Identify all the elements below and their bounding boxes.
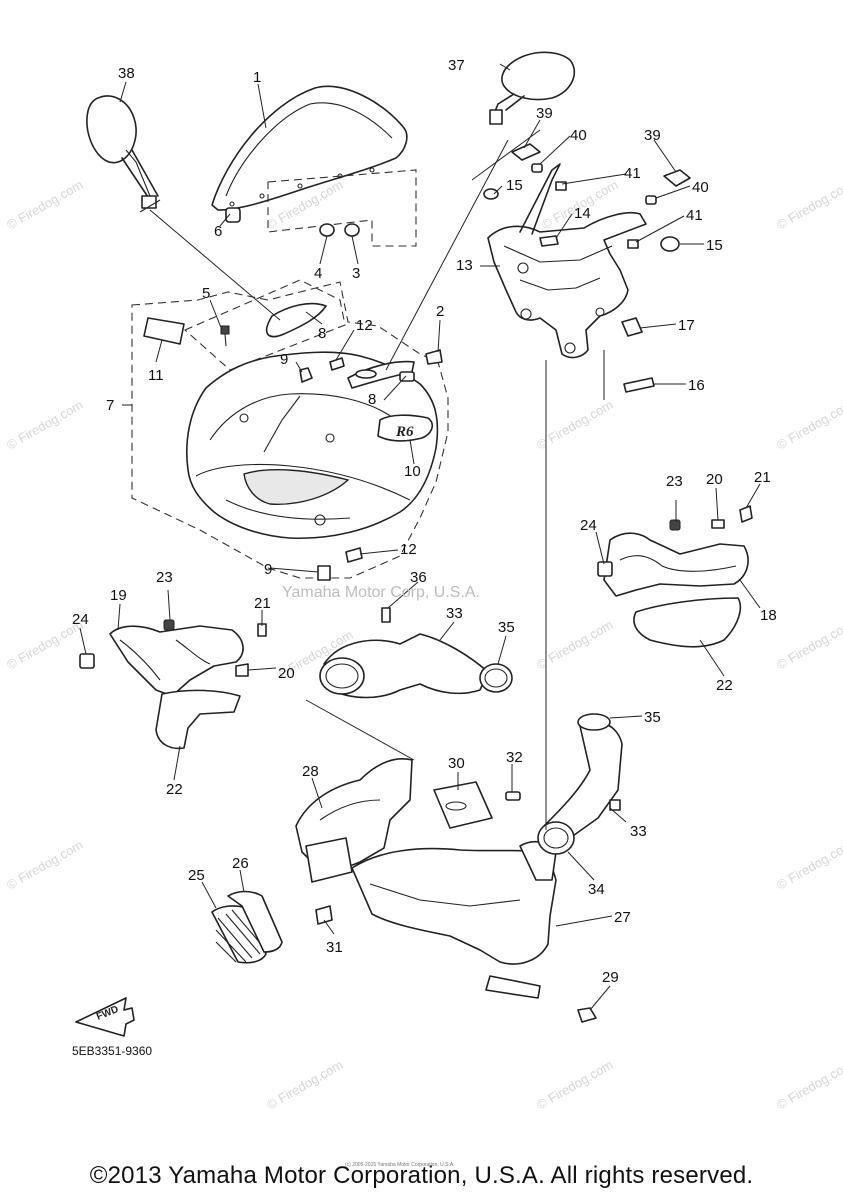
mirror-right xyxy=(489,51,576,125)
part-label-21a: 21 xyxy=(254,595,271,612)
part-label-22b: 22 xyxy=(716,677,733,694)
part-label-20a: 20 xyxy=(278,665,295,682)
part-label-40b: 40 xyxy=(692,179,709,196)
windscreen xyxy=(211,85,408,211)
part-label-12b: 12 xyxy=(400,541,417,558)
part-label-23a: 23 xyxy=(156,569,173,586)
ram-air-duct-lower xyxy=(295,758,597,1023)
part-label-23b: 23 xyxy=(666,473,683,490)
part-label-35b: 35 xyxy=(644,709,661,726)
part-label-5: 5 xyxy=(202,285,210,302)
part-label-9a: 9 xyxy=(280,351,288,368)
part-label-1: 1 xyxy=(253,69,261,86)
watermark: © Firedog.com xyxy=(4,177,86,233)
part-label-38: 38 xyxy=(118,65,135,82)
group-box-sub xyxy=(183,279,346,371)
part-label-8a: 8 xyxy=(318,325,326,342)
part-label-36: 36 xyxy=(410,569,427,586)
stay-fasteners xyxy=(483,143,691,393)
watermark: © Firedog.com xyxy=(774,177,843,233)
part-label-24b: 24 xyxy=(580,517,597,534)
part-label-27: 27 xyxy=(614,909,631,926)
r6-emblem: R6 xyxy=(377,414,434,442)
part-label-12a: 12 xyxy=(356,317,373,334)
part-label-9b: 9 xyxy=(264,561,272,578)
intake-grille xyxy=(211,890,283,964)
part-label-4: 4 xyxy=(314,265,322,282)
catalog-code: 5EB3351-9360 xyxy=(72,1044,153,1058)
part-label-15a: 15 xyxy=(506,177,523,194)
part-label-41a: 41 xyxy=(624,165,641,182)
group-box-cowling xyxy=(131,281,449,579)
mirror-left xyxy=(86,95,161,213)
part-label-6: 6 xyxy=(214,223,222,240)
r6-emblem-text: R6 xyxy=(395,424,414,440)
part-label-11: 11 xyxy=(148,367,164,384)
part-label-20b: 20 xyxy=(706,471,723,488)
part-labels: 38 1 6 4 3 5 8 12 9 11 7 2 8 10 9 12 37 … xyxy=(72,57,777,986)
part-label-14: 14 xyxy=(574,205,591,222)
part-label-3: 3 xyxy=(352,265,360,282)
part-label-32: 32 xyxy=(506,749,523,766)
watermark: © Firedog.com xyxy=(774,617,843,673)
part-label-10: 10 xyxy=(404,463,421,480)
group-box-upper xyxy=(267,169,417,247)
watermark: © Firedog.com xyxy=(4,837,86,893)
part-label-24a: 24 xyxy=(72,611,89,628)
copyright-notice: ©2013 Yamaha Motor Corporation, U.S.A. A… xyxy=(89,1162,754,1189)
part-label-17: 17 xyxy=(678,317,695,334)
part-label-34: 34 xyxy=(588,881,605,898)
part-label-33a: 33 xyxy=(446,605,463,622)
intake-hoses-middle xyxy=(319,607,513,699)
part-label-19: 19 xyxy=(110,587,127,604)
air-duct-left xyxy=(79,619,267,750)
part-label-8b: 8 xyxy=(368,391,376,408)
part-label-29: 29 xyxy=(602,969,619,986)
leader-lines xyxy=(79,63,761,1011)
part-label-39a: 39 xyxy=(536,105,553,122)
part-label-35a: 35 xyxy=(498,619,515,636)
part-label-16: 16 xyxy=(688,377,705,394)
part-label-41b: 41 xyxy=(686,207,703,224)
watermark: © Firedog.com xyxy=(534,1057,616,1113)
part-label-30: 30 xyxy=(448,755,465,772)
air-duct-right xyxy=(597,505,753,648)
part-label-21b: 21 xyxy=(754,469,771,486)
center-watermark: Yamaha Motor Corp, U.S.A. xyxy=(282,584,480,601)
part-label-39b: 39 xyxy=(644,127,661,144)
intake-hose-right xyxy=(537,713,623,855)
part-label-37: 37 xyxy=(448,57,465,74)
watermark: © Firedog.com xyxy=(4,397,86,453)
watermark: © Firedog.com xyxy=(774,837,843,893)
part-label-15b: 15 xyxy=(706,237,723,254)
part-label-2: 2 xyxy=(436,303,444,320)
watermark: © Firedog.com xyxy=(264,1057,346,1113)
part-label-26: 26 xyxy=(232,855,249,872)
part-label-7: 7 xyxy=(106,397,114,414)
grommets-upper xyxy=(225,207,360,237)
upper-cowling xyxy=(186,351,439,540)
part-label-13: 13 xyxy=(456,257,473,274)
watermark: © Firedog.com xyxy=(774,1057,843,1113)
forward-arrow: FWD xyxy=(75,997,135,1037)
watermark: © Firedog.com xyxy=(774,397,843,453)
part-label-33b: 33 xyxy=(630,823,647,840)
part-label-25: 25 xyxy=(188,867,205,884)
fasteners-cowling xyxy=(220,325,443,581)
cowling-stay xyxy=(487,163,647,359)
part-label-31: 31 xyxy=(326,939,343,956)
copyright-small: (c) 2005-2015 Yamaha Motor Corporation, … xyxy=(345,1162,455,1168)
part-label-28: 28 xyxy=(302,763,319,780)
part-label-22a: 22 xyxy=(166,781,183,798)
part-label-18: 18 xyxy=(760,607,777,624)
part-label-40a: 40 xyxy=(570,127,587,144)
